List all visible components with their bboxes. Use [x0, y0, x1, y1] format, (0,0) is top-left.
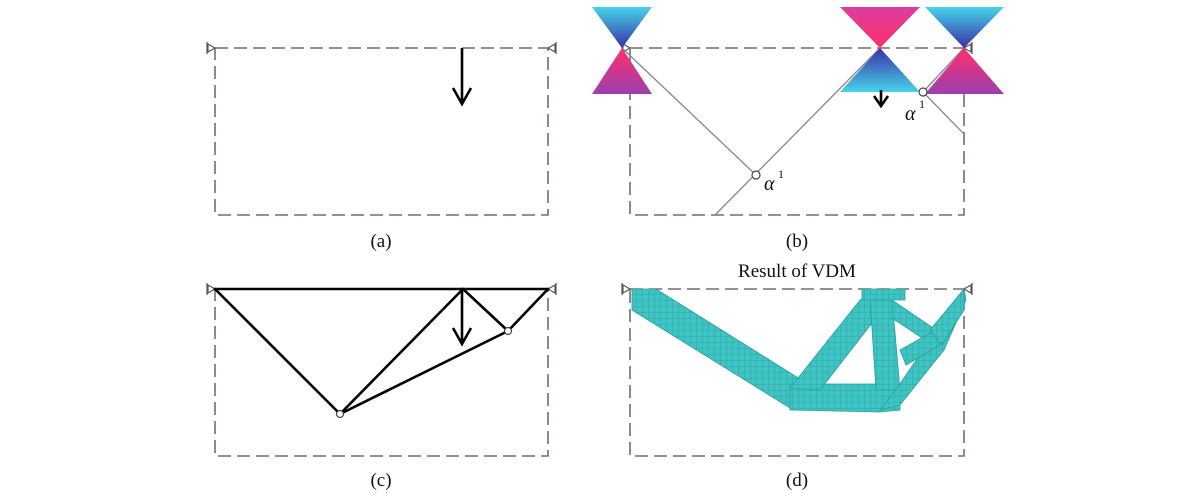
panel-c: (c): [206, 283, 557, 491]
panel-a: (a): [206, 42, 557, 252]
design-domain-frame: [629, 47, 965, 216]
truss-members: [213, 287, 550, 416]
node-marker: [918, 87, 928, 97]
member-line: [922, 47, 965, 93]
design-domain-frame: [629, 288, 965, 457]
panel-d: Result of VDM: [621, 261, 973, 491]
design-domain-frame: [214, 288, 549, 457]
member-line: [922, 91, 965, 135]
cone-middle-icon: [840, 7, 920, 92]
panel-a-caption: (a): [370, 231, 391, 252]
node-marker: [503, 326, 513, 336]
member-line: [714, 47, 881, 216]
node-marker: [751, 170, 761, 180]
left-support-icon: [206, 283, 217, 295]
panel-b: α 1 α 1 (b): [592, 7, 1004, 252]
left-support-icon: [621, 283, 632, 295]
node-label-upper: α 1: [905, 97, 925, 125]
node-marker: [335, 409, 345, 419]
cone-left-icon: [592, 7, 652, 94]
svg-text:α: α: [764, 173, 775, 195]
vdm-structure: [631, 287, 967, 413]
svg-text:α: α: [905, 103, 916, 125]
right-support-icon: [962, 283, 973, 295]
load-arrow-icon: [451, 48, 473, 107]
panel-c-caption: (c): [370, 470, 391, 491]
left-support-icon: [206, 42, 217, 54]
design-domain-frame: [214, 47, 549, 216]
load-arrow-icon: [451, 289, 473, 347]
load-arrow-icon: [872, 90, 890, 109]
panel-d-title: Result of VDM: [738, 261, 856, 282]
right-support-icon: [962, 42, 973, 54]
right-support-icon: [546, 283, 557, 295]
node-label-lower: α 1: [764, 167, 784, 195]
svg-text:1: 1: [919, 97, 925, 111]
panel-d-caption: (d): [786, 470, 808, 491]
svg-text:1: 1: [778, 167, 784, 181]
member-line: [621, 47, 757, 176]
panel-b-caption: (b): [786, 231, 808, 252]
right-support-icon: [546, 42, 557, 54]
cone-right-icon: [925, 7, 1004, 94]
